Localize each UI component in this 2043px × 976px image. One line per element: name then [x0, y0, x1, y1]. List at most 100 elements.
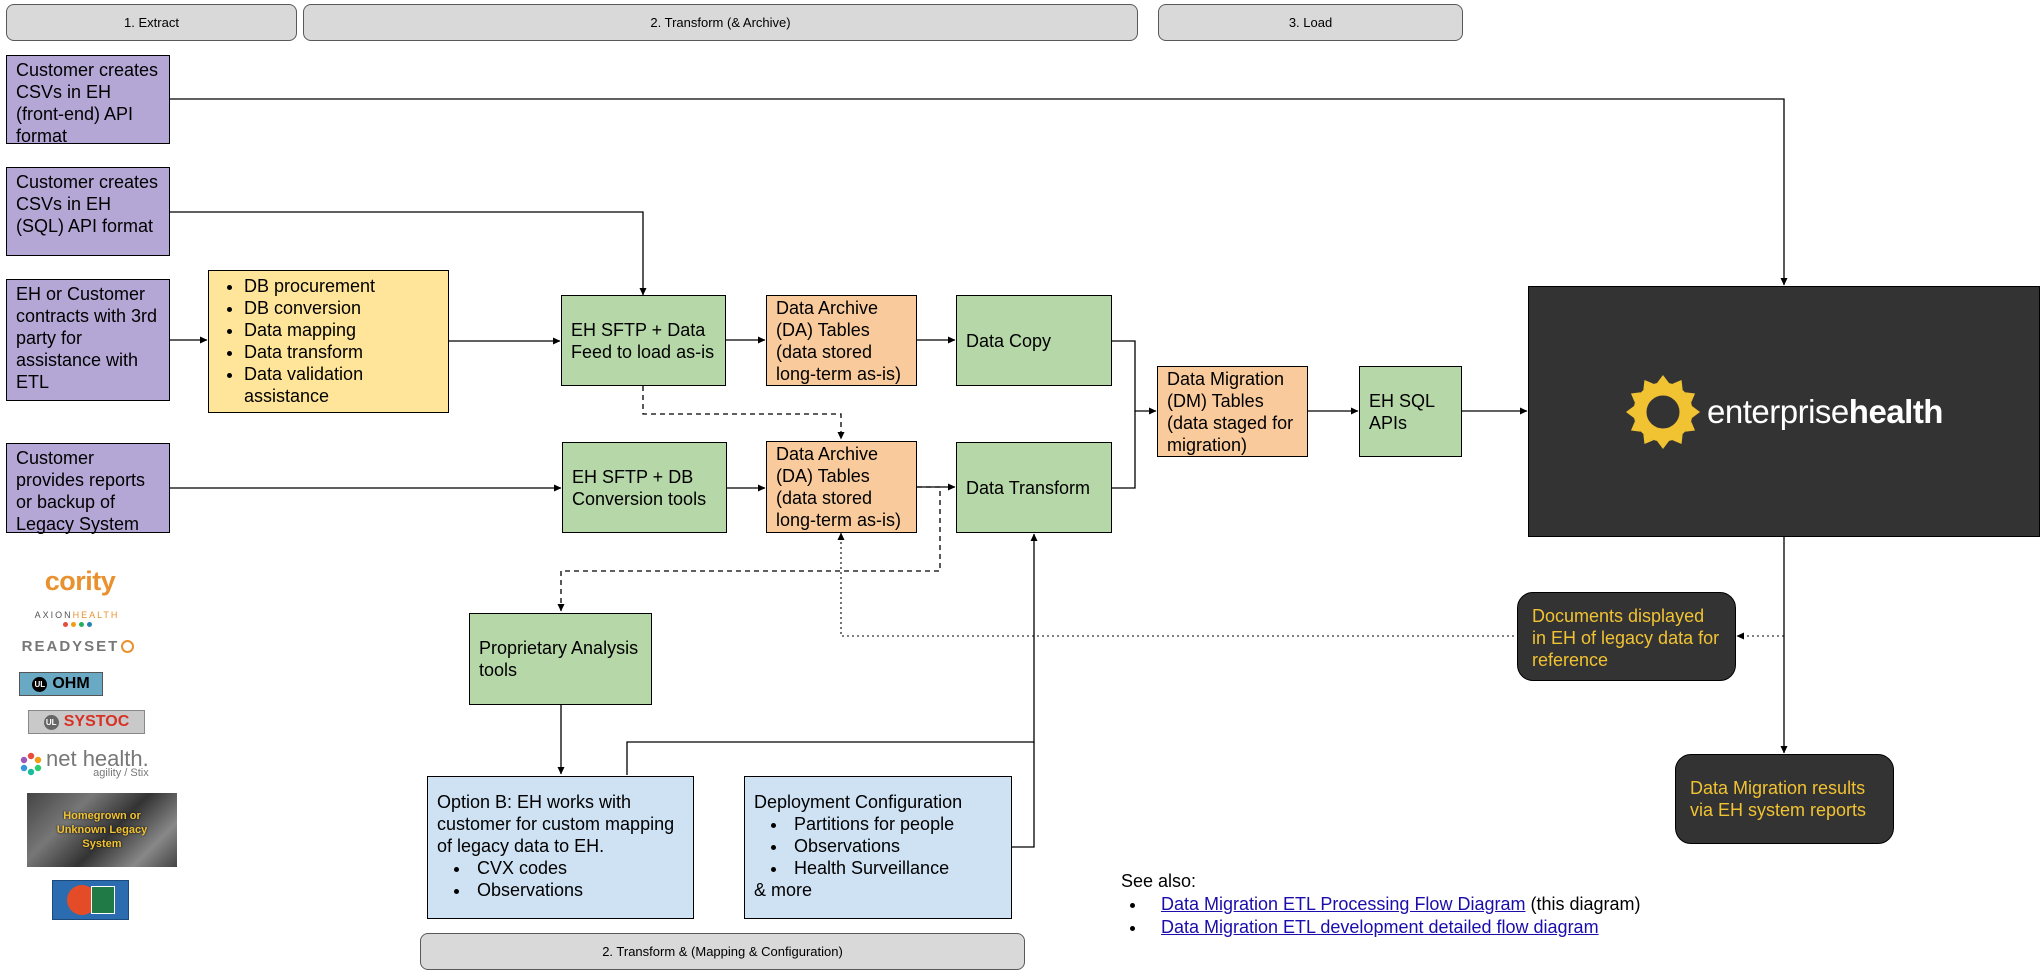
deployment-more: & more [754, 880, 813, 900]
connector-copy-to-migration [1112, 340, 1157, 415]
connector-api-csv-to-eh [170, 98, 1788, 286]
source-api-csv: Customer creates CSVs in EH (front-end) … [6, 55, 170, 146]
source-api-csv-text: Customer creates CSVs in EH (front-end) … [16, 60, 159, 146]
services-item: Data transform [244, 341, 439, 363]
documents-output: Documents displayed in EH of legacy data… [1517, 592, 1736, 681]
excel-file-icon [90, 886, 115, 914]
readyset-o-icon [121, 639, 135, 653]
data-archive-bottom: Data Archive (DA) Tables (data stored lo… [766, 441, 917, 533]
homegrown-legacy-text: Homegrown or Unknown Legacy System [56, 810, 148, 850]
cority-logo: cority [40, 566, 120, 596]
axion-logo-part-a: AXION [34, 609, 73, 620]
data-migration-tables-text: Data Migration (DM) Tables (data staged … [1167, 368, 1294, 455]
homegrown-legacy-image: Homegrown or Unknown Legacy System [27, 793, 177, 867]
axion-logo-part-b: HEALTH [72, 609, 120, 620]
readyset-logo-text: READYSET [21, 637, 120, 655]
ohm-logo-text: OHM [52, 675, 90, 692]
data-transform: Data Transform [956, 442, 1112, 533]
phase-transform-archive-label: 2. Transform (& Archive) [650, 15, 791, 30]
phase-load: 3. Load [1158, 4, 1463, 41]
connector-sql-csv-to-sftp [170, 211, 647, 296]
proprietary-analysis-tools-text: Proprietary Analysis tools [479, 638, 639, 680]
source-reports-backup: Customer provides reports or backup of L… [6, 443, 170, 534]
ul-mark-icon: UL [32, 676, 48, 692]
see-also-suffix: (this diagram) [1525, 894, 1641, 914]
source-sql-csv-text: Customer creates CSVs in EH (SQL) API fo… [16, 172, 159, 236]
systoc-logo-text: SYSTOC [63, 713, 130, 730]
reports-output: Data Migration results via EH system rep… [1675, 754, 1894, 844]
data-archive-top: Data Archive (DA) Tables (data stored lo… [766, 295, 917, 386]
net-health-sub-text: agility / Stix [93, 766, 149, 779]
connector-sftp-to-archive-dashed [642, 386, 845, 440]
source-third-party-text: EH or Customer contracts with 3rd party … [16, 284, 158, 392]
phase-extract: 1. Extract [6, 4, 297, 41]
sftp-db-conversion: EH SFTP + DB Conversion tools [562, 442, 727, 533]
data-migration-tables: Data Migration (DM) Tables (data staged … [1157, 366, 1308, 457]
connector-eh-to-archive-dotted [837, 532, 1784, 637]
phase-load-label: 3. Load [1288, 15, 1333, 30]
option-b-mapping: Option B: EH works with customer for cus… [427, 776, 694, 919]
readyset-logo: READYSET [18, 634, 138, 658]
proprietary-analysis-tools: Proprietary Analysis tools [469, 613, 652, 705]
enterprise-health-system: enterprisehealth [1528, 286, 2040, 537]
systoc-logo: UL SYSTOC [28, 710, 145, 734]
sftp-data-feed: EH SFTP + Data Feed to load as-is [561, 295, 726, 386]
deployment-item: Partitions for people [788, 813, 1002, 835]
office-files-icon [52, 880, 129, 920]
services-item: DB conversion [244, 297, 439, 319]
phase-transform-mapping-label: 2. Transform & (Mapping & Configuration) [602, 944, 843, 959]
enterprise-health-logo-icon [1626, 374, 1701, 449]
net-health-mark-icon [20, 752, 42, 776]
source-reports-backup-text: Customer provides reports or backup of L… [16, 448, 146, 534]
reports-output-text: Data Migration results via EH system rep… [1690, 778, 1867, 820]
services-list: DB procurement DB conversion Data mappin… [218, 275, 439, 407]
wordmark-prefix: enterprise [1707, 392, 1849, 430]
see-also: See also: Data Migration ETL Processing … [1121, 870, 1721, 939]
sftp-data-feed-text: EH SFTP + Data Feed to load as-is [571, 319, 715, 362]
deployment-item: Observations [788, 835, 1002, 857]
documents-output-text: Documents displayed in EH of legacy data… [1532, 606, 1720, 670]
enterprise-health-wordmark: enterprisehealth [1707, 393, 1943, 431]
option-b-list: CVX codes Observations [437, 857, 684, 901]
phase-transform-archive: 2. Transform (& Archive) [303, 4, 1138, 41]
net-health-logo: net health. agility / Stix [18, 745, 178, 783]
connector-transform-to-migration [1112, 411, 1136, 489]
axion-health-logo: AXIONHEALTH [26, 605, 128, 631]
connector-archive-to-proprietary-dashed [557, 486, 941, 612]
eh-sql-apis: EH SQL APIs [1359, 366, 1462, 457]
option-b-item: CVX codes [471, 857, 684, 879]
ul-mark-icon: UL [43, 714, 59, 730]
source-sql-csv: Customer creates CSVs in EH (SQL) API fo… [6, 167, 170, 256]
wordmark-suffix: health [1848, 392, 1944, 430]
phase-extract-label: 1. Extract [124, 15, 179, 30]
connector-optionb-to-transform [626, 533, 1038, 775]
deployment-list: Partitions for people Observations Healt… [754, 813, 1002, 879]
services-item: Data mapping [244, 319, 439, 341]
link-etl-development-flow[interactable]: Data Migration ETL development detailed … [1161, 917, 1599, 937]
data-transform-text: Data Transform [966, 477, 1091, 498]
see-also-item: Data Migration ETL development detailed … [1147, 916, 1721, 939]
data-archive-top-text: Data Archive (DA) Tables (data stored lo… [776, 297, 902, 384]
sftp-db-conversion-text: EH SFTP + DB Conversion tools [572, 466, 707, 509]
option-b-item: Observations [471, 879, 684, 901]
connector-deployment-to-transform [1012, 742, 1035, 848]
phase-transform-mapping: 2. Transform & (Mapping & Configuration) [420, 933, 1025, 970]
services-item: Data validation assistance [244, 363, 439, 407]
source-third-party: EH or Customer contracts with 3rd party … [6, 279, 170, 401]
option-b-text: Option B: EH works with customer for cus… [437, 792, 675, 856]
axion-logo-text: AXIONHEALTH [35, 610, 120, 620]
see-also-heading: See also: [1121, 871, 1197, 891]
third-party-services: DB procurement DB conversion Data mappin… [208, 270, 449, 413]
data-copy: Data Copy [956, 295, 1112, 386]
link-etl-processing-flow[interactable]: Data Migration ETL Processing Flow Diagr… [1161, 894, 1526, 914]
cority-logo-text: cority [44, 565, 116, 596]
deployment-title: Deployment Configuration [754, 792, 963, 812]
data-copy-text: Data Copy [966, 330, 1052, 351]
data-archive-bottom-text: Data Archive (DA) Tables (data stored lo… [776, 444, 902, 530]
net-health-logo-text: net health. [46, 745, 149, 771]
deployment-item: Health Surveillance [788, 857, 1002, 879]
ohm-logo: UL OHM [19, 672, 103, 696]
axion-dots-icon [62, 621, 92, 627]
see-also-list: Data Migration ETL Processing Flow Diagr… [1121, 893, 1721, 939]
